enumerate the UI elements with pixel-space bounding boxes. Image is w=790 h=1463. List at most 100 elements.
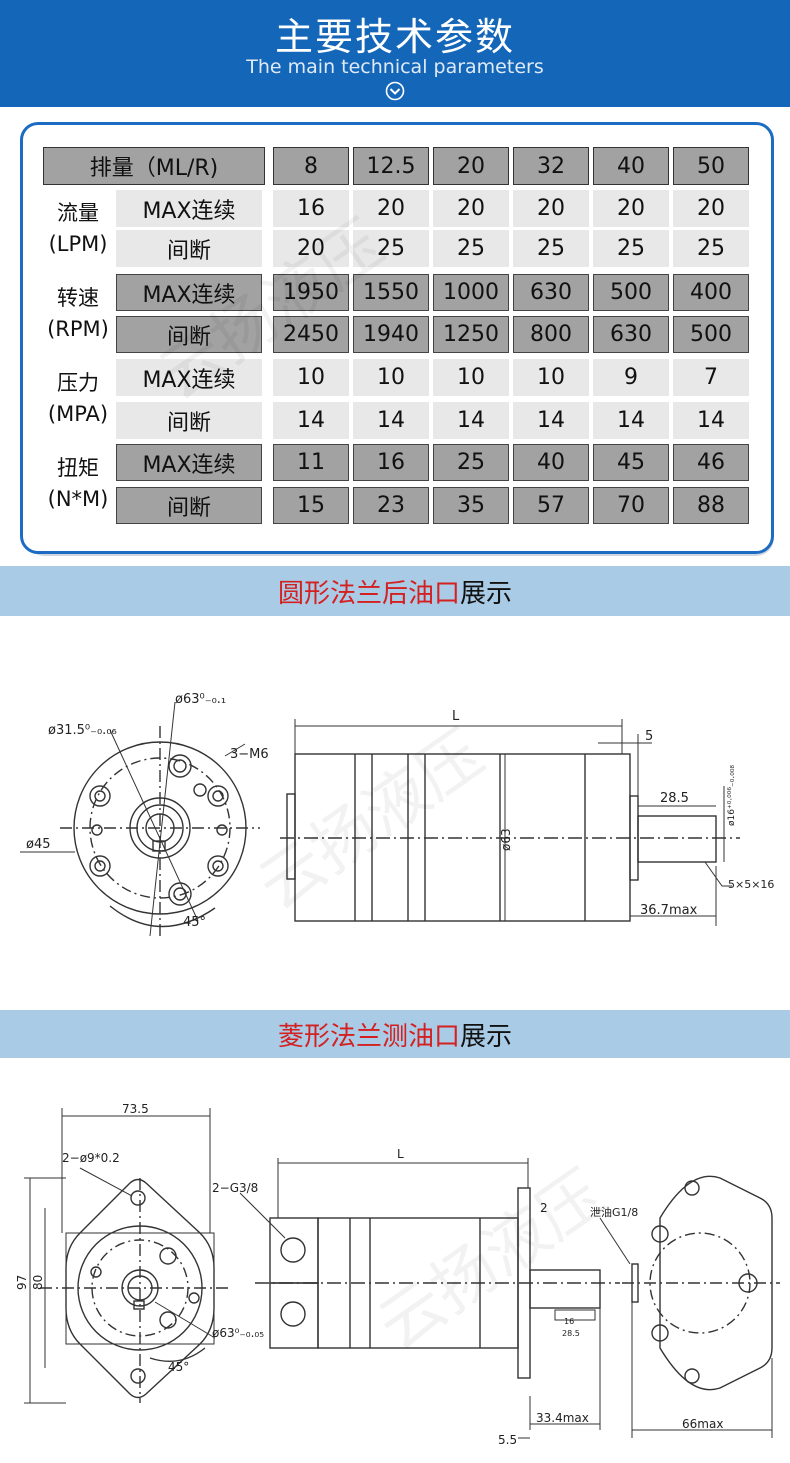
dim-d63-diamond: ø63⁰₋₀.₀₅: [212, 1326, 264, 1340]
table-cell: 630: [593, 316, 669, 353]
table-column-header: 20: [433, 147, 509, 185]
table-row-label: MAX连续: [116, 274, 262, 311]
dim-97: 97: [15, 1275, 29, 1290]
table-cell: 20: [353, 190, 429, 227]
table-group-unit: (MPA): [47, 402, 109, 426]
table-group-unit: (LPM): [48, 231, 108, 256]
dim-73-5: 73.5: [122, 1102, 149, 1116]
table-group-name: 流量: [57, 200, 99, 225]
dim-5-5: 5.5: [498, 1433, 517, 1447]
table-group-unit: (RPM): [47, 316, 109, 341]
table-cell: 40: [513, 444, 589, 481]
table-cell: 20: [433, 190, 509, 227]
dim-shaft-d16: ø16⁺⁰·⁰⁰⁶₋₀.₀₀₈: [727, 765, 737, 826]
table-cell: 10: [353, 359, 429, 396]
dim-two: 2: [540, 1201, 548, 1215]
dim-2-holes: 2−ø9*0.2: [62, 1151, 120, 1165]
table-cell: 15: [273, 487, 349, 524]
dim-d45: ø45: [26, 837, 51, 852]
section-band-round-flange: 圆形法兰后油口展示: [0, 566, 790, 616]
table-group-name: 压力: [57, 371, 99, 395]
dim-66max: 66max: [682, 1417, 723, 1431]
table-column-header: 32: [513, 147, 589, 185]
table-cell: 7: [673, 359, 749, 396]
table-cell: 630: [513, 274, 589, 311]
table-cell: 45: [593, 444, 669, 481]
dim-d31-5: ø31.5⁰₋₀.₀₆: [48, 723, 117, 738]
table-cell: 35: [433, 487, 509, 524]
dim-28-5: 28.5: [660, 791, 689, 806]
table-group-unit: (N*M): [47, 487, 109, 511]
dim-length-l: L: [452, 709, 460, 724]
dim-d63: ø63⁰₋₀.₁: [175, 692, 226, 707]
dim-angle-45-diamond: 45°: [168, 1360, 189, 1374]
table-column-header: 8: [273, 147, 349, 185]
table-cell: 1950: [273, 274, 349, 311]
table-row-label: MAX连续: [116, 359, 262, 396]
section-title-highlight: 圆形法兰后油口: [277, 578, 460, 609]
table-cell: 25: [433, 444, 509, 481]
table-group-label: 压力 (MPA): [43, 359, 113, 439]
table-cell: 20: [593, 190, 669, 227]
table-cell: 46: [673, 444, 749, 481]
table-cell: 800: [513, 316, 589, 353]
table-cell: 2450: [273, 316, 349, 353]
table-cell: 11: [273, 444, 349, 481]
dim-80: 80: [31, 1275, 45, 1290]
table-cell: 88: [673, 487, 749, 524]
table-corner-label: 排量（ML/R): [43, 147, 265, 185]
table-cell: 25: [433, 230, 509, 267]
table-row-label: 间断: [116, 402, 262, 439]
dim-drain-g1-8: 泄油G1/8: [590, 1205, 638, 1219]
table-column-header: 12.5: [353, 147, 429, 185]
table-group-label: 流量 (LPM): [43, 190, 113, 267]
table-cell: 20: [673, 190, 749, 227]
section-title-highlight-2: 菱形法兰测油口: [277, 1021, 460, 1052]
section-title-suffix-2: 展示: [460, 1021, 513, 1052]
dim-2-g3-8: 2−G3/8: [212, 1181, 258, 1195]
table-group-label: 扭矩 (N*M): [43, 444, 113, 524]
table-row-label: 间断: [116, 316, 262, 353]
table-cell: 57: [513, 487, 589, 524]
table-column-header: 40: [593, 147, 669, 185]
table-cell: 16: [273, 190, 349, 227]
drawing-round-flange: ø63⁰₋₀.₁ ø31.5⁰₋₀.₀₆ 3−M6 ø45 45° L 5 ø6…: [20, 692, 774, 937]
table-cell: 500: [673, 316, 749, 353]
table-row-label: MAX连续: [116, 190, 262, 227]
table-cell: 9: [593, 359, 669, 396]
table-group-label: 转速 (RPM): [43, 274, 113, 353]
table-cell: 25: [513, 230, 589, 267]
table-cell: 14: [673, 402, 749, 439]
table-row-label: 间断: [116, 487, 262, 524]
dim-33-4max: 33.4max: [536, 1411, 589, 1425]
chevron-down-icon: [385, 81, 405, 101]
table-cell: 14: [513, 402, 589, 439]
table-cell: 14: [593, 402, 669, 439]
table-cell: 400: [673, 274, 749, 311]
table-column-header: 50: [673, 147, 749, 185]
table-cell: 20: [513, 190, 589, 227]
dim-length-l-2: L: [397, 1147, 404, 1161]
table-cell: 1250: [433, 316, 509, 353]
table-cell: 20: [273, 230, 349, 267]
table-cell: 1940: [353, 316, 429, 353]
dim-28-5-small: 28.5: [562, 1329, 580, 1338]
table-cell: 25: [593, 230, 669, 267]
table-cell: 1000: [433, 274, 509, 311]
dim-five: 5: [645, 729, 653, 744]
table-group-name: 转速: [57, 285, 99, 310]
drawing-diamond-flange: 73.5 2−ø9*0.2 97 80 ø63⁰₋₀.₀₅ 45° 2−G3/8…: [15, 1102, 780, 1447]
dim-36-7max: 36.7max: [640, 903, 698, 918]
table-cell: 500: [593, 274, 669, 311]
dim-16: 16: [564, 1317, 574, 1326]
table-cell: 25: [673, 230, 749, 267]
table-cell: 23: [353, 487, 429, 524]
table-cell: 14: [273, 402, 349, 439]
dim-angle-45: 45°: [183, 915, 206, 930]
table-cell: 14: [433, 402, 509, 439]
table-cell: 14: [353, 402, 429, 439]
dim-d63-side: ø63: [499, 828, 513, 851]
table-group-name: 扭矩: [57, 456, 99, 480]
table-cell: 25: [353, 230, 429, 267]
table-cell: 10: [433, 359, 509, 396]
